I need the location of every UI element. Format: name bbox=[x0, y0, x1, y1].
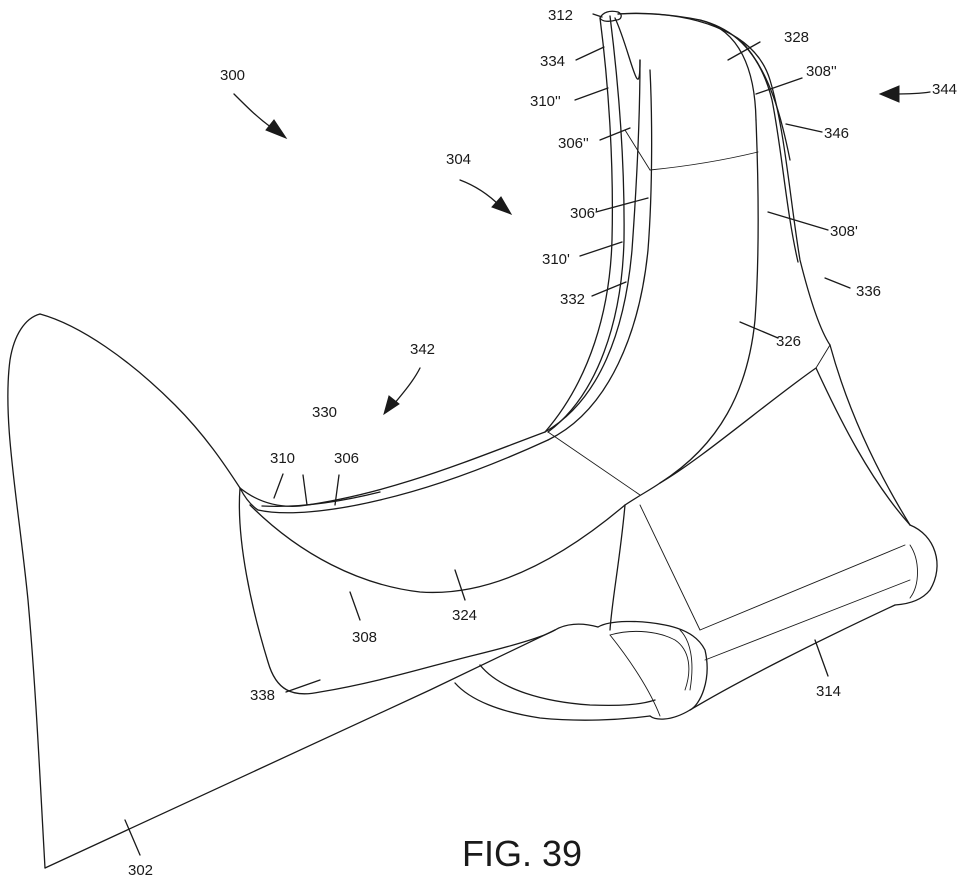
bottom-block-314 bbox=[610, 368, 937, 719]
label-336: 336 bbox=[856, 283, 881, 300]
label-302: 302 bbox=[128, 862, 153, 879]
leader-lines bbox=[125, 14, 850, 855]
label-314: 314 bbox=[816, 683, 841, 700]
label-334: 334 bbox=[540, 53, 565, 70]
label-306: 306 bbox=[334, 450, 359, 467]
label-310: 310 bbox=[270, 450, 295, 467]
strap-324-326-328 bbox=[548, 13, 758, 505]
figure-caption: FIG. 39 bbox=[462, 833, 582, 874]
label-304: 304 bbox=[446, 151, 471, 168]
label-310-double-prime: 310'' bbox=[530, 93, 561, 110]
label-308-prime: 308' bbox=[830, 223, 858, 240]
base-plate-302 bbox=[8, 314, 598, 868]
label-332: 332 bbox=[560, 291, 585, 308]
label-306-double-prime: 306'' bbox=[558, 135, 589, 152]
heel-cup bbox=[455, 621, 707, 720]
label-324: 324 bbox=[452, 607, 477, 624]
label-306-prime: 306' bbox=[570, 205, 598, 222]
right-rail-336 bbox=[618, 14, 910, 525]
side-wall-338 bbox=[239, 488, 625, 694]
label-300: 300 bbox=[220, 67, 245, 84]
label-338: 338 bbox=[250, 687, 275, 704]
rim-330 bbox=[240, 60, 652, 513]
label-312: 312 bbox=[548, 7, 573, 24]
label-328: 328 bbox=[784, 29, 809, 46]
label-326: 326 bbox=[776, 333, 801, 350]
label-330: 330 bbox=[312, 404, 337, 421]
label-310-prime: 310' bbox=[542, 251, 570, 268]
label-342: 342 bbox=[410, 341, 435, 358]
label-308: 308 bbox=[352, 629, 377, 646]
label-344: 344 bbox=[932, 81, 957, 98]
label-346: 346 bbox=[824, 125, 849, 142]
label-308-double-prime: 308'' bbox=[806, 63, 837, 80]
